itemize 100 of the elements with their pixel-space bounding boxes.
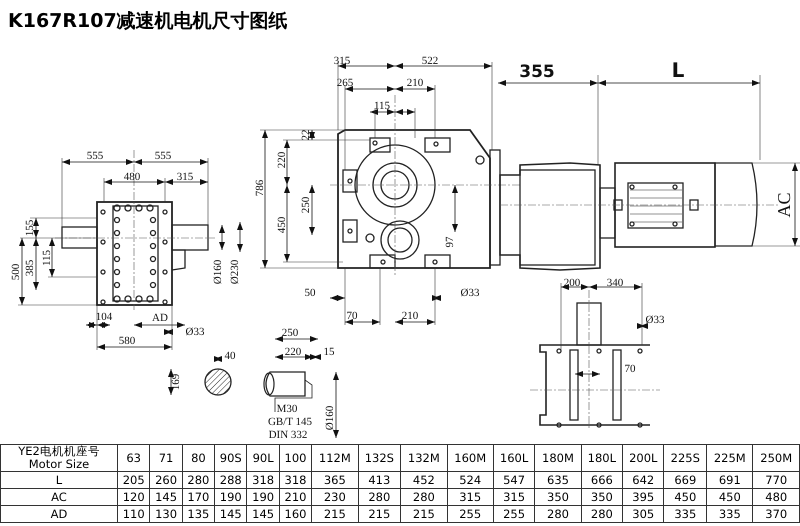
row-header-cell: YE2电机机座号 Motor Size	[0, 444, 118, 472]
dimension-label: 50	[304, 287, 316, 299]
dimension-label: Ø160	[324, 406, 336, 430]
table-cell: 350	[534, 488, 582, 506]
table-cell: 145	[150, 488, 182, 506]
table-cell: 666	[581, 472, 623, 488]
dimension-label: 155	[24, 220, 36, 236]
dimension-label: 115	[374, 100, 390, 112]
table-cell: 280	[358, 488, 401, 506]
dimension-label: 450	[276, 216, 288, 234]
table-cell: 288	[214, 472, 247, 488]
dimension-label: 555	[86, 150, 104, 162]
table-cell: 71	[150, 444, 182, 472]
table-cell: 450	[664, 488, 707, 506]
table-cell: 250M	[752, 444, 800, 472]
table-cell: 318	[246, 472, 280, 488]
table-cell: 635	[534, 472, 582, 488]
table-cell: 160M	[447, 444, 494, 472]
table-cell: 365	[312, 472, 358, 488]
dimension-label: Ø33	[186, 326, 204, 338]
table-cell: 130	[150, 506, 182, 522]
table-cell: 190	[214, 488, 247, 506]
dimension-label: 480	[124, 171, 140, 183]
dimension-label: 210	[406, 77, 424, 89]
table-cell: 450	[706, 488, 753, 506]
table-cell: 547	[493, 472, 535, 488]
dimension-label: Ø230	[229, 260, 241, 284]
dimension-label: 355	[519, 63, 555, 81]
table-cell: 770	[752, 472, 800, 488]
table-cell: 305	[622, 506, 664, 522]
table-cell: 335	[664, 506, 707, 522]
table-cell: 215	[400, 506, 448, 522]
dimension-label: Ø33	[460, 287, 480, 299]
row-header-cell: L	[0, 472, 118, 488]
table-cell: 669	[664, 472, 707, 488]
table-cell: 145	[214, 506, 247, 522]
table-cell: 524	[447, 472, 494, 488]
dimension-label: 315	[176, 171, 194, 183]
dimension-label: 70	[624, 363, 636, 375]
table-cell: 225M	[706, 444, 753, 472]
table-cell: 180L	[581, 444, 623, 472]
table-cell: 160	[279, 506, 312, 522]
dimension-label: 340	[606, 277, 624, 289]
table-cell: 160L	[493, 444, 535, 472]
dimension-label: 70	[346, 310, 358, 322]
table-cell: 691	[706, 472, 753, 488]
table-cell: 112M	[312, 444, 358, 472]
dimension-label: DIN 332	[268, 429, 308, 441]
dimension-label: 522	[422, 55, 438, 67]
table-cell: 255	[493, 506, 535, 522]
table-cell: 318	[279, 472, 312, 488]
table-cell: 110	[118, 506, 150, 522]
table-cell: 230	[312, 488, 358, 506]
table-cell: 215	[312, 506, 358, 522]
dimension-label: 500	[10, 264, 22, 280]
table-cell: 90S	[214, 444, 247, 472]
dimension-label: 580	[118, 335, 136, 347]
table-cell: 335	[706, 506, 753, 522]
table-cell: 280	[534, 506, 582, 522]
dimension-label: Ø160	[212, 260, 224, 284]
row-header-cell: AC	[0, 488, 118, 506]
dimension-label: AD	[152, 312, 168, 324]
table-cell: 145	[246, 506, 280, 522]
table-cell: 215	[358, 506, 401, 522]
dimension-label: 220	[276, 152, 288, 168]
table-cell: 260	[150, 472, 182, 488]
table-cell: 132S	[358, 444, 401, 472]
dimension-label: 385	[24, 260, 36, 276]
title: K167R107减速机电机尺寸图纸	[8, 9, 288, 34]
dimension-label: 22	[300, 130, 312, 140]
table-cell: 370	[752, 506, 800, 522]
dimension-label: 104	[96, 311, 112, 323]
table-cell: 315	[493, 488, 535, 506]
table-cell: 205	[118, 472, 150, 488]
dimension-label: 115	[41, 250, 53, 266]
dimension-label: 97	[444, 236, 456, 248]
dimension-label: GB/T 145	[268, 416, 312, 428]
table-cell: 180M	[534, 444, 582, 472]
dimension-label: AC	[775, 192, 793, 218]
table-cell: 480	[752, 488, 800, 506]
dimension-label: 250	[282, 327, 298, 339]
dimension-label: 265	[336, 77, 354, 89]
table-cell: 225S	[664, 444, 707, 472]
table-cell: 170	[182, 488, 215, 506]
dimension-label: 220	[284, 346, 302, 358]
table-cell: 200L	[622, 444, 664, 472]
table-cell: 280	[182, 472, 215, 488]
dimension-label: 15	[324, 346, 334, 358]
table-cell: 255	[447, 506, 494, 522]
table-cell: 315	[447, 488, 494, 506]
table-cell: 63	[118, 444, 150, 472]
dimension-label: 210	[402, 310, 418, 322]
dimension-label: 250	[300, 196, 312, 214]
table-cell: 80	[182, 444, 215, 472]
table-cell: 132M	[400, 444, 448, 472]
table-cell: 190	[246, 488, 280, 506]
dimension-label: 555	[154, 150, 172, 162]
table-cell: 350	[581, 488, 623, 506]
table-cell: 280	[400, 488, 448, 506]
table-cell: 395	[622, 488, 664, 506]
